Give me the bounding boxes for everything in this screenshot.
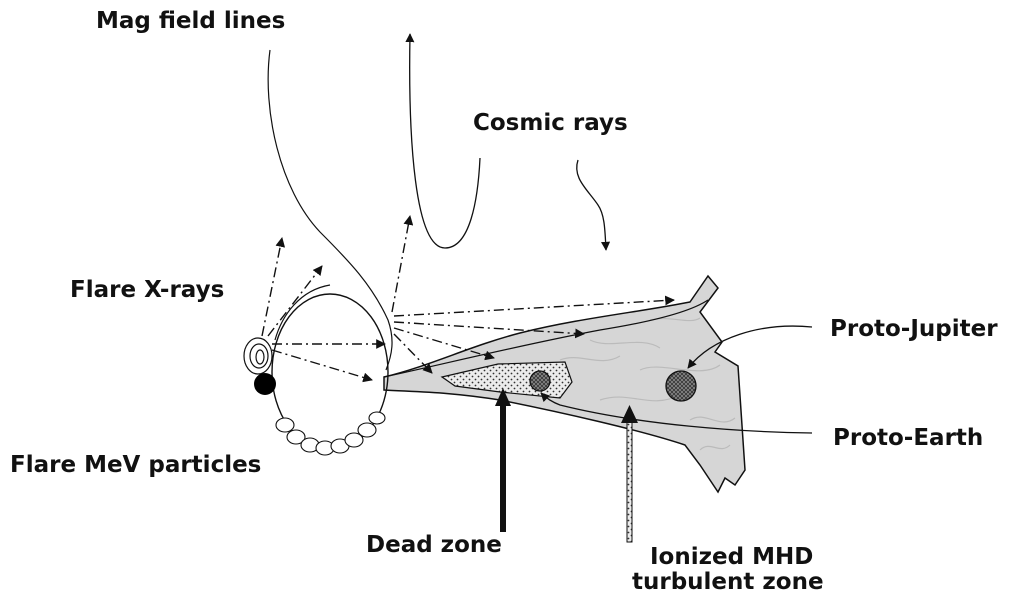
proto-earth-planet xyxy=(530,371,550,391)
magnetic-field-line xyxy=(268,50,392,370)
protostar xyxy=(254,373,276,395)
mag-field-lines-label: Mag field lines xyxy=(96,8,285,34)
magnetosphere-blobs xyxy=(276,412,385,455)
proto-jupiter-label: Proto-Jupiter xyxy=(830,316,998,342)
cosmic-rays-label: Cosmic rays xyxy=(473,110,628,136)
flare-xray-arrows xyxy=(262,238,385,380)
flare-xrays-label: Flare X-rays xyxy=(70,277,224,303)
cosmic-ray-incoming xyxy=(577,160,606,250)
flare-mev-particles-label: Flare MeV particles xyxy=(10,452,261,478)
dead-zone-arrow xyxy=(495,388,511,532)
flare-loop-icon xyxy=(244,338,272,374)
ionized-mhd-label-line2: turbulent zone xyxy=(632,569,824,595)
proto-earth-label: Proto-Earth xyxy=(833,425,983,451)
cosmic-ray-trajectory xyxy=(410,34,480,248)
magnetic-field-line-inner xyxy=(275,285,330,340)
ionized-mhd-label-line1: Ionized MHD xyxy=(650,544,813,570)
proto-jupiter-planet xyxy=(666,371,696,401)
dead-zone-label: Dead zone xyxy=(366,532,502,558)
